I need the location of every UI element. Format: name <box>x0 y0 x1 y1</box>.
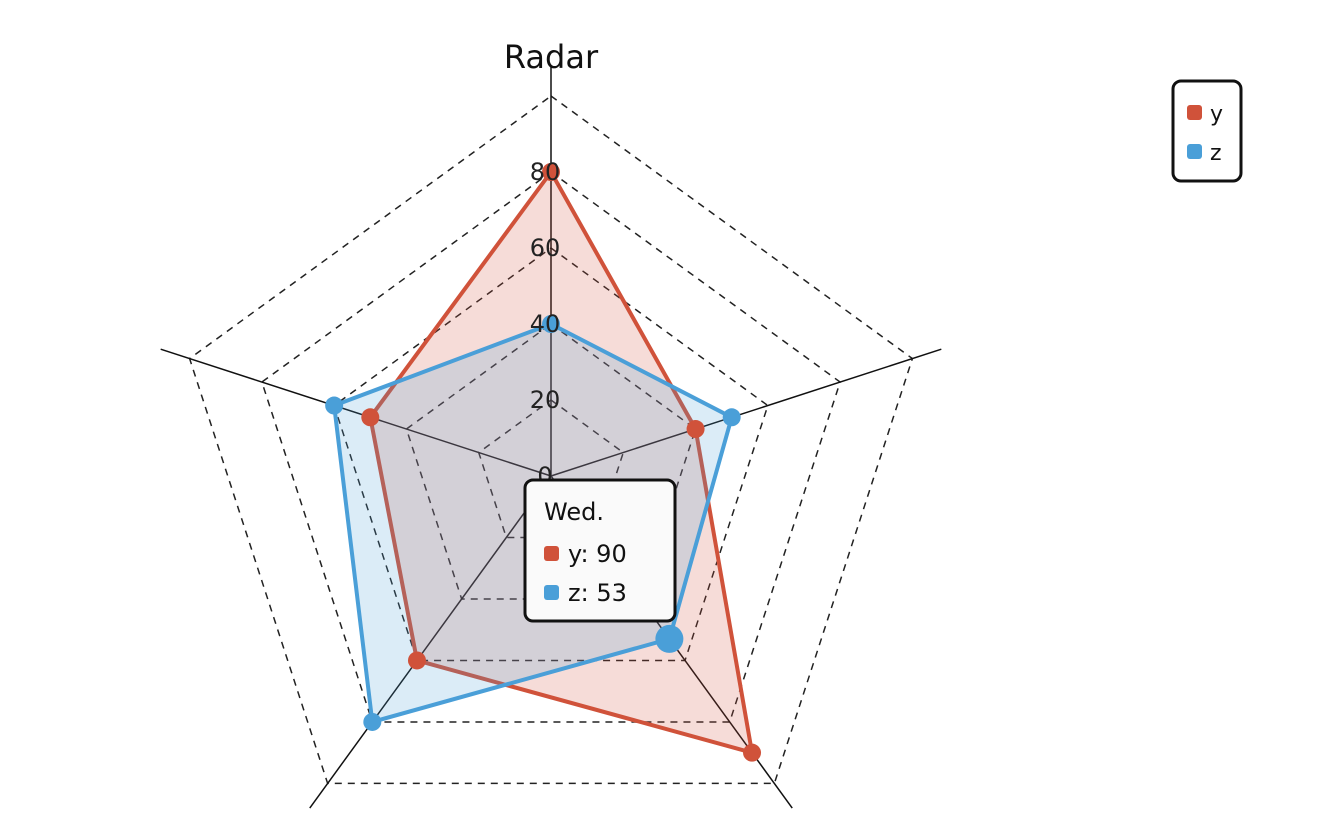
legend-swatch-y <box>1187 105 1202 120</box>
point-y <box>686 420 705 439</box>
legend: y z <box>1171 79 1243 183</box>
tooltip-row-z: z: 53 <box>568 579 627 607</box>
point-z <box>363 712 382 731</box>
grid-ring <box>333 247 769 662</box>
point-y <box>743 743 762 762</box>
tick-label: 20 <box>530 386 561 414</box>
point-z <box>325 396 344 415</box>
point-y <box>542 163 560 181</box>
axis-spoke <box>160 348 552 477</box>
legend-label-z: z <box>1210 141 1222 166</box>
point-z <box>542 315 560 333</box>
legend-box <box>1171 79 1243 183</box>
tooltip-swatch-y <box>544 546 559 561</box>
tooltip-box <box>523 478 677 623</box>
tooltip-swatch-z <box>544 585 559 600</box>
tick-label: 40 <box>530 310 561 338</box>
grid-ring <box>188 95 914 785</box>
point-z <box>655 624 684 653</box>
point-y <box>407 651 426 670</box>
tick-label: 60 <box>530 234 561 262</box>
legend-swatch-z <box>1187 144 1202 159</box>
axis-spoke <box>309 475 552 809</box>
tick-label: 80 <box>530 158 561 186</box>
axis-spoke <box>550 348 942 477</box>
point-z <box>722 408 741 427</box>
tooltip-row-y: y: 90 <box>568 540 627 568</box>
tooltip: Wed. y: 90 z: 53 <box>523 478 677 623</box>
point-y <box>361 408 380 427</box>
tooltip-category: Wed. <box>544 498 604 526</box>
legend-label-y: y <box>1210 102 1223 127</box>
